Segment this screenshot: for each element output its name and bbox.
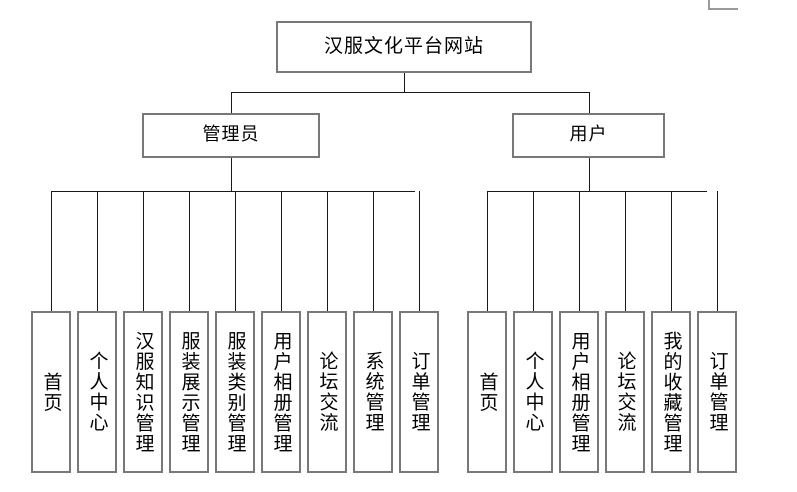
node-leaf-label: 我的收藏管理 (660, 330, 683, 454)
connector-horizontal (487, 191, 707, 192)
node-leaf[interactable]: 用户相册管理 (559, 311, 599, 473)
connector-vertical (588, 158, 590, 191)
node-leaf-label: 系统管理 (362, 351, 385, 433)
node-leaf[interactable]: 我的收藏管理 (651, 311, 691, 473)
node-leaf[interactable]: 首页 (467, 311, 507, 473)
connector-horizontal (51, 191, 415, 192)
node-root-label: 汉服文化平台网站 (323, 35, 484, 58)
node-leaf-label: 论坛交流 (316, 351, 339, 433)
node-leaf[interactable]: 系统管理 (353, 311, 393, 473)
node-leaf[interactable]: 首页 (31, 311, 71, 473)
node-leaf[interactable]: 服装类别管理 (215, 311, 255, 473)
node-leaf-label: 用户相册管理 (270, 330, 293, 454)
node-leaf-label: 个人中心 (522, 351, 545, 433)
connector-vertical (625, 191, 626, 311)
connector-vertical (327, 191, 328, 311)
node-leaf-label: 论坛交流 (614, 351, 637, 433)
connector-vertical (235, 191, 236, 311)
connector-vertical (588, 92, 590, 113)
node-leaf-label: 订单管理 (408, 351, 431, 433)
connector-vertical (404, 73, 405, 92)
connector-vertical (671, 191, 672, 311)
node-leaf-label: 服装展示管理 (178, 330, 201, 454)
node-leaf-label: 首页 (476, 371, 499, 413)
node-leaf[interactable]: 订单管理 (697, 311, 737, 473)
connector-vertical (373, 191, 374, 311)
node-leaf-label: 订单管理 (706, 351, 729, 433)
connector-vertical (231, 92, 232, 113)
node-leaf-label: 服装类别管理 (224, 330, 247, 454)
connector-vertical (97, 191, 98, 311)
node-leaf-label: 首页 (40, 371, 63, 413)
connector-vertical (533, 191, 534, 311)
node-leaf[interactable]: 个人中心 (77, 311, 117, 473)
connector-vertical (143, 191, 144, 311)
node-leaf[interactable]: 用户相册管理 (261, 311, 301, 473)
node-leaf[interactable]: 服装展示管理 (169, 311, 209, 473)
node-leaf[interactable]: 汉服知识管理 (123, 311, 163, 473)
node-admin-label: 管理员 (202, 124, 260, 146)
connector-vertical (487, 191, 488, 311)
node-leaf[interactable]: 个人中心 (513, 311, 553, 473)
connector-vertical (189, 191, 190, 311)
connector-vertical (419, 191, 420, 311)
node-leaf[interactable]: 论坛交流 (605, 311, 645, 473)
node-leaf-label: 汉服知识管理 (132, 330, 155, 454)
node-leaf-label: 用户相册管理 (568, 330, 591, 454)
node-root[interactable]: 汉服文化平台网站 (276, 21, 532, 73)
connector-vertical (51, 191, 52, 311)
connector-vertical (717, 191, 718, 311)
node-leaf[interactable]: 论坛交流 (307, 311, 347, 473)
node-user-label: 用户 (569, 124, 608, 146)
connector-horizontal (231, 92, 589, 93)
node-admin[interactable]: 管理员 (142, 113, 320, 158)
node-leaf[interactable]: 订单管理 (399, 311, 439, 473)
connector-vertical (281, 191, 282, 311)
node-user[interactable]: 用户 (512, 113, 665, 158)
scan-artifact (708, 0, 738, 10)
node-leaf-label: 个人中心 (86, 351, 109, 433)
connector-vertical (231, 158, 232, 191)
connector-vertical (579, 191, 580, 311)
